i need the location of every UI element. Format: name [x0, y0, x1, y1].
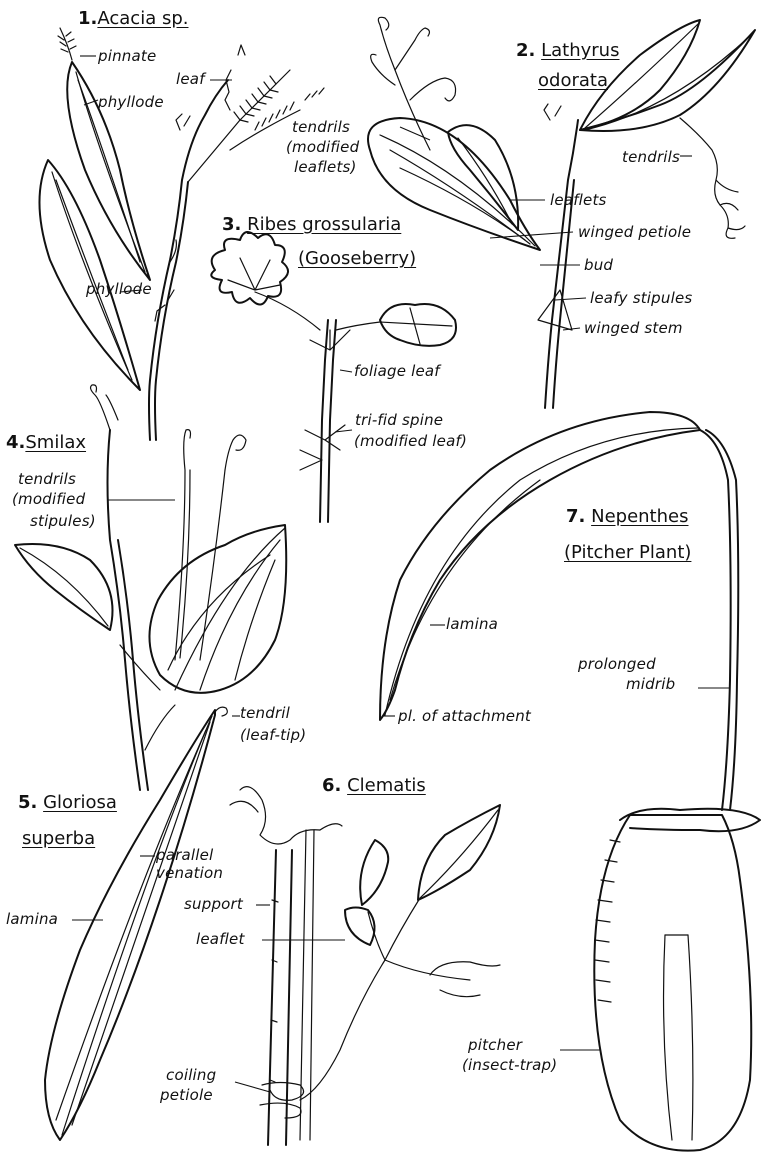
clematis-coiling-1: coiling — [166, 1066, 216, 1084]
ribes-number: 3. — [222, 214, 241, 235]
acacia-pinnate-label: pinnate — [98, 47, 156, 65]
smilax-tendrils-1: tendrils — [18, 470, 76, 488]
ribes-name: Ribes grossularia — [247, 214, 401, 235]
lathyrus-tendrils-mod-2: (modified — [286, 138, 359, 156]
clematis-title: 6. Clematis — [322, 775, 426, 797]
lathyrus-title: 2. Lathyrus — [516, 40, 619, 62]
ribes-common-name: (Gooseberry) — [298, 248, 416, 270]
acacia-title: 1.Acacia sp. — [78, 8, 188, 30]
nepenthes-pitcher-1: pitcher — [468, 1036, 522, 1054]
nepenthes-pitcher-2: (insect-trap) — [462, 1056, 557, 1074]
smilax-title: 4.Smilax — [6, 432, 86, 454]
gloriosa-title: 5. Gloriosa — [18, 792, 117, 814]
acacia-name: Acacia sp. — [97, 8, 188, 29]
gloriosa-title-line2: superba — [22, 828, 95, 850]
smilax-number: 4. — [6, 432, 25, 453]
nepenthes-common-name: (Pitcher Plant) — [564, 542, 691, 564]
lathyrus-bud-label: bud — [584, 256, 613, 274]
lathyrus-name-2: odorata — [538, 70, 608, 91]
lathyrus-tendrils-mod-3: leaflets) — [294, 158, 357, 176]
ribes-foliage-leaf-label: foliage leaf — [354, 362, 440, 380]
nepenthes-name: Nepenthes — [591, 506, 688, 527]
lathyrus-winged-petiole-label: winged petiole — [578, 223, 691, 241]
gloriosa-lamina-label: lamina — [6, 910, 58, 928]
gloriosa-number: 5. — [18, 792, 37, 813]
nepenthes-prolonged-1: prolonged — [578, 655, 656, 673]
smilax-name: Smilax — [25, 432, 86, 453]
nepenthes-number: 7. — [566, 506, 585, 527]
nepenthes-title: 7. Nepenthes — [566, 506, 688, 528]
lathyrus-tendrils-right: tendrils — [622, 148, 680, 166]
smilax-tendrils-3: stipules) — [30, 512, 96, 530]
ribes-spine-label-1: tri-fid spine — [355, 411, 443, 429]
clematis-number: 6. — [322, 775, 341, 796]
clematis-name: Clematis — [347, 775, 426, 796]
lathyrus-tendrils-mod-1: tendrils — [292, 118, 350, 136]
nepenthes-attachment-label: pl. of attachment — [398, 707, 531, 725]
acacia-phyllode-upper-label: phyllode — [98, 93, 164, 111]
gloriosa-parallel-2: venation — [156, 864, 223, 882]
ribes-title: 3. Ribes grossularia — [222, 214, 401, 236]
lathyrus-leafy-stipules-label: leafy stipules — [590, 289, 692, 307]
gloriosa-name-1: Gloriosa — [43, 792, 117, 813]
clematis-support-label: support — [184, 895, 243, 913]
lathyrus-winged-stem-label: winged stem — [584, 319, 683, 337]
lathyrus-title-line2: odorata — [538, 70, 608, 92]
acacia-phyllode-lower-label: phyllode — [86, 280, 152, 298]
gloriosa-tendril-2: (leaf-tip) — [240, 726, 306, 744]
nepenthes-lamina-label: lamina — [446, 615, 498, 633]
lathyrus-name-1: Lathyrus — [541, 40, 619, 61]
ribes-spine-label-2: (modified leaf) — [354, 432, 467, 450]
acacia-leaf-label: leaf — [176, 70, 205, 88]
lathyrus-leaflets-label: leaflets — [550, 191, 607, 209]
acacia-number: 1. — [78, 8, 97, 29]
gloriosa-name-2: superba — [22, 828, 95, 849]
gloriosa-tendril-1: tendril — [240, 704, 290, 722]
smilax-tendrils-2: (modified — [12, 490, 85, 508]
clematis-leaflet-label: leaflet — [196, 930, 245, 948]
clematis-drawing — [230, 787, 500, 1145]
clematis-coiling-2: petiole — [160, 1086, 213, 1104]
lathyrus-number: 2. — [516, 40, 535, 61]
gloriosa-parallel-1: parallel — [156, 846, 213, 864]
nepenthes-prolonged-2: midrib — [626, 675, 675, 693]
